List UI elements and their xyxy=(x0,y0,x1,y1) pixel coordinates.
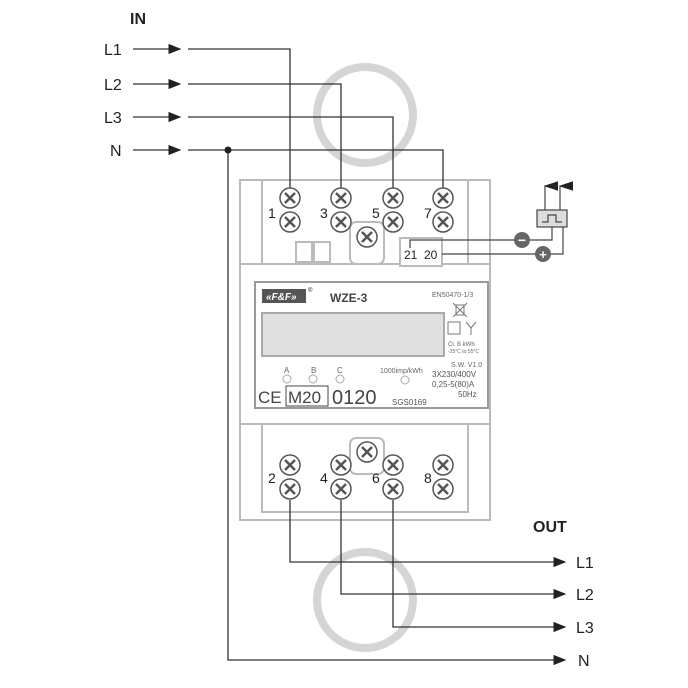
input-l2-label: L2 xyxy=(104,77,122,94)
output-wires xyxy=(289,500,567,666)
watermark-top xyxy=(313,63,417,167)
input-l1-label: L1 xyxy=(104,42,122,59)
terminal-6-label: 6 xyxy=(372,470,380,486)
serial-number: SGS0169 xyxy=(392,398,427,407)
out-heading: OUT xyxy=(533,519,567,536)
input-wires xyxy=(133,43,520,661)
phase-c-label: C xyxy=(337,366,343,375)
metrology-box xyxy=(285,385,329,407)
neutral-junction xyxy=(224,146,232,154)
phase-b-label: B xyxy=(311,366,316,375)
class-label: Cl. B kWh xyxy=(448,342,475,348)
plus-label: + xyxy=(539,247,547,262)
three-phase-icon xyxy=(465,321,477,335)
weee-bin-icon xyxy=(452,302,468,318)
output-l1-label: L1 xyxy=(576,555,594,572)
terminal-7-label: 7 xyxy=(424,205,432,221)
standard-label: EN50470-1/3 xyxy=(432,292,473,299)
terminal-2-label: 2 xyxy=(268,470,276,486)
voltage-rating: 3X230/400V xyxy=(432,370,477,379)
phase-a-led xyxy=(282,374,292,384)
impulse-led xyxy=(400,375,410,385)
ce-mark: CE xyxy=(258,388,282,407)
terminal-8-label: 8 xyxy=(424,470,432,486)
phase-b-led xyxy=(308,374,318,384)
phase-c-led xyxy=(335,374,345,384)
metrology-mark: M20 xyxy=(288,388,321,407)
temperature-label: -25°C to 55°C xyxy=(448,349,479,355)
current-rating: 0,25-5(80)A xyxy=(432,380,475,389)
double-insulation-icon xyxy=(447,321,461,335)
phase-a-label: A xyxy=(284,366,290,375)
terminal-21-label: 21 xyxy=(404,248,418,262)
input-n-label: N xyxy=(110,143,122,160)
watermark-bottom xyxy=(313,548,417,652)
terminal-4-label: 4 xyxy=(320,470,328,486)
plus-icon xyxy=(535,246,551,262)
terminal-20-label: 20 xyxy=(424,248,438,262)
brand-text: «F&F» xyxy=(266,292,297,303)
terminal-1-label: 1 xyxy=(268,205,276,221)
output-n-label: N xyxy=(578,653,590,670)
terminal-3-label: 3 xyxy=(320,205,328,221)
output-l3-label: L3 xyxy=(576,620,594,637)
brand-logo xyxy=(262,289,306,303)
registered-mark: ® xyxy=(308,287,313,294)
minus-label: − xyxy=(518,232,526,248)
frequency-rating: 50Hz xyxy=(458,390,477,399)
terminal-5-label: 5 xyxy=(372,205,380,221)
pulse-output xyxy=(409,181,574,255)
software-version: S.W. V1.0 xyxy=(451,362,482,369)
input-l3-label: L3 xyxy=(104,110,122,127)
output-l2-label: L2 xyxy=(576,587,594,604)
notified-body-number: 0120 xyxy=(332,387,377,409)
model-label: WZE-3 xyxy=(330,291,368,305)
in-heading: IN xyxy=(130,11,146,28)
impulse-rate: 1000imp/kWh xyxy=(380,368,423,375)
minus-icon xyxy=(514,232,530,248)
